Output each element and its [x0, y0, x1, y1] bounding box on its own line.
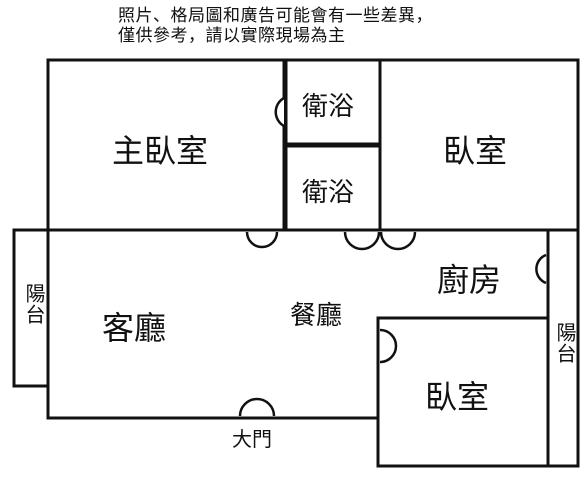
balcony-left-wall [12, 228, 50, 388]
room-label-kitchen: 廚房 [437, 261, 502, 299]
main-door-label: 大門 [232, 427, 272, 451]
kitchen-door-arc [535, 253, 547, 285]
room-label-master-bedroom: 主臥室 [112, 132, 209, 170]
disclaimer-note: 照片、格局圖和廣告可能會有一些差異， 僅供參考，請以實際現場為主 [118, 6, 558, 46]
living-door-arc-1 [245, 231, 279, 249]
room-label-dining-room: 餐廳 [290, 301, 343, 331]
disclaimer-line-1: 照片、格局圖和廣告可能會有一些差異， [118, 6, 433, 26]
room-label-bedroom-top-right: 臥室 [443, 132, 508, 170]
living-door-arc-3 [379, 231, 417, 251]
balcony-right-wall [546, 228, 580, 468]
bedroom-bottom-door-arc [379, 328, 398, 364]
room-label-balcony-left: 陽台 [22, 283, 46, 325]
room-label-bedroom-bottom-right: 臥室 [425, 378, 490, 416]
room-label-living-room: 客廳 [102, 309, 167, 347]
master-bedroom-door-arc [274, 96, 285, 128]
room-label-balcony-right: 陽台 [553, 322, 577, 364]
disclaimer-line-2: 僅供參考，請以實際現場為主 [118, 26, 346, 46]
main-door-arc [238, 397, 276, 417]
room-label-bathroom-2: 衛浴 [302, 178, 355, 208]
living-door-arc-2 [343, 231, 381, 251]
room-label-bathroom-1: 衛浴 [302, 92, 355, 122]
